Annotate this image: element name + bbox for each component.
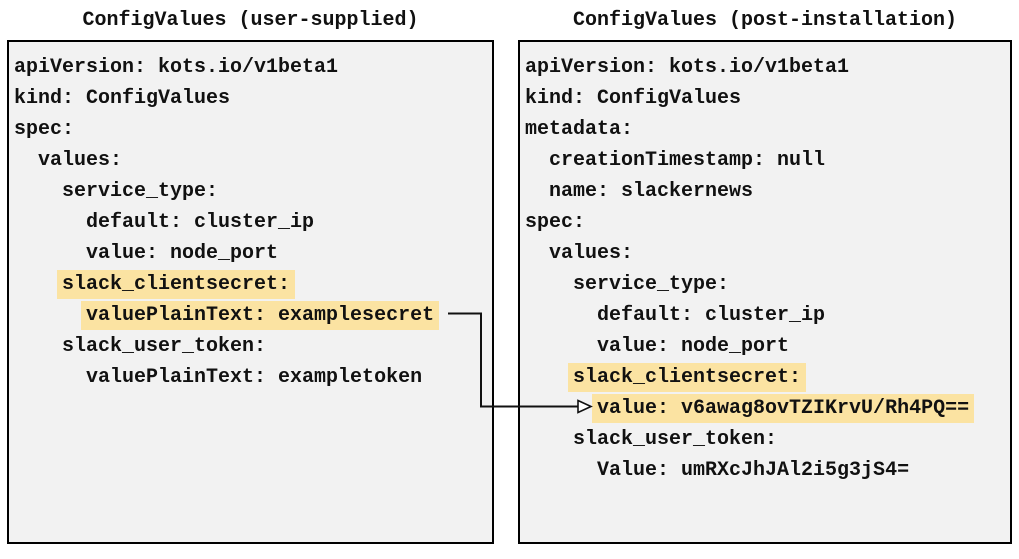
yaml-indent xyxy=(525,397,597,420)
left-panel-title: ConfigValues (user-supplied) xyxy=(82,9,419,32)
yaml-line: slack_clientsecret: xyxy=(14,269,492,300)
yaml-line: Value: umRXcJhJAl2i5g3jS4= xyxy=(525,455,1010,486)
yaml-indent xyxy=(14,273,62,296)
yaml-line: apiVersion: kots.io/v1beta1 xyxy=(525,52,1010,83)
yaml-indent xyxy=(14,180,62,203)
yaml-line-text: value: node_port xyxy=(86,242,279,265)
yaml-indent xyxy=(14,366,86,389)
yaml-line: slack_user_token: xyxy=(14,331,492,362)
yaml-line: default: cluster_ip xyxy=(14,207,492,238)
yaml-indent xyxy=(14,211,86,234)
yaml-line: service_type: xyxy=(525,269,1010,300)
yaml-line-text: default: cluster_ip xyxy=(86,211,315,234)
yaml-line-text-highlighted: slack_clientsecret: xyxy=(568,363,807,392)
yaml-line: spec: xyxy=(525,207,1010,238)
yaml-indent xyxy=(525,428,573,451)
yaml-line-text: name: slackernews xyxy=(549,180,754,203)
yaml-line-text: slack_user_token: xyxy=(573,428,778,451)
yaml-line-text: metadata: xyxy=(525,118,634,141)
yaml-indent xyxy=(525,459,597,482)
yaml-indent xyxy=(525,149,549,172)
yaml-indent xyxy=(525,335,597,358)
yaml-line: metadata: xyxy=(525,114,1010,145)
yaml-line: kind: ConfigValues xyxy=(525,83,1010,114)
yaml-line: values: xyxy=(14,145,492,176)
yaml-line: service_type: xyxy=(14,176,492,207)
yaml-line-text: apiVersion: kots.io/v1beta1 xyxy=(14,56,339,79)
user-supplied-config-box: apiVersion: kots.io/v1beta1 kind: ConfigV… xyxy=(7,40,494,544)
yaml-line-text: values: xyxy=(549,242,634,265)
yaml-line: value: v6awag8ovTZIKrvU/Rh4PQ== xyxy=(525,393,1010,424)
yaml-line: value: node_port xyxy=(525,331,1010,362)
yaml-indent xyxy=(525,180,549,203)
yaml-indent xyxy=(14,304,86,327)
yaml-line-text: Value: umRXcJhJAl2i5g3jS4= xyxy=(597,459,910,482)
yaml-indent xyxy=(525,242,549,265)
yaml-line-text: values: xyxy=(38,149,123,172)
yaml-line-text: slack_user_token: xyxy=(62,335,267,358)
yaml-line: apiVersion: kots.io/v1beta1 xyxy=(14,52,492,83)
yaml-indent xyxy=(525,273,573,296)
yaml-line: name: slackernews xyxy=(525,176,1010,207)
yaml-line-text-highlighted: slack_clientsecret: xyxy=(57,270,296,299)
yaml-line-text: value: node_port xyxy=(597,335,790,358)
yaml-line: spec: xyxy=(14,114,492,145)
post-installation-config-box: apiVersion: kots.io/v1beta1 kind: ConfigV… xyxy=(518,40,1012,544)
yaml-indent xyxy=(14,149,38,172)
yaml-line-text: spec: xyxy=(14,118,75,141)
yaml-line-text: apiVersion: kots.io/v1beta1 xyxy=(525,56,850,79)
yaml-line: slack_user_token: xyxy=(525,424,1010,455)
yaml-line-text: kind: ConfigValues xyxy=(14,87,231,110)
yaml-line-text-highlighted: valuePlainText: examplesecret xyxy=(81,301,440,330)
yaml-line-text: default: cluster_ip xyxy=(597,304,826,327)
yaml-line-text: creationTimestamp: null xyxy=(549,149,826,172)
yaml-indent xyxy=(14,242,86,265)
yaml-line: valuePlainText: exampletoken xyxy=(14,362,492,393)
yaml-line-text: valuePlainText: exampletoken xyxy=(86,366,423,389)
yaml-indent xyxy=(525,304,597,327)
yaml-line-text: kind: ConfigValues xyxy=(525,87,742,110)
yaml-indent xyxy=(525,366,573,389)
right-panel-title: ConfigValues (post-installation) xyxy=(572,9,958,32)
yaml-line: values: xyxy=(525,238,1010,269)
yaml-line: value: node_port xyxy=(14,238,492,269)
yaml-line: valuePlainText: examplesecret xyxy=(14,300,492,331)
yaml-line-text: spec: xyxy=(525,211,586,234)
yaml-line: default: cluster_ip xyxy=(525,300,1010,331)
yaml-indent xyxy=(14,335,62,358)
yaml-line: slack_clientsecret: xyxy=(525,362,1010,393)
yaml-line: kind: ConfigValues xyxy=(14,83,492,114)
yaml-line-text: service_type: xyxy=(573,273,730,296)
yaml-line-text: service_type: xyxy=(62,180,219,203)
yaml-line-text-highlighted: value: v6awag8ovTZIKrvU/Rh4PQ== xyxy=(592,394,975,423)
yaml-line: creationTimestamp: null xyxy=(525,145,1010,176)
